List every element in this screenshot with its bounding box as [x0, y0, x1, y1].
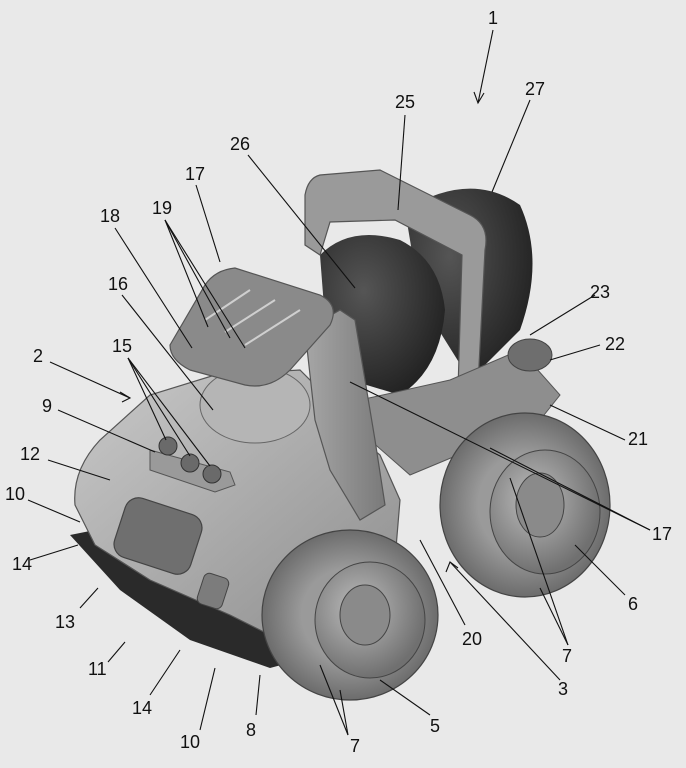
ref-18: 18: [100, 206, 120, 226]
ref-21: 21: [628, 429, 648, 449]
ref-15: 15: [112, 336, 132, 356]
cab-shape: [304, 309, 386, 521]
front-grille-shape: [113, 497, 203, 575]
seat-back-shape: [169, 267, 334, 387]
rear-knob-shape: [507, 338, 553, 372]
ref-7-rear: 7: [562, 646, 572, 666]
ref-5: 5: [430, 716, 440, 736]
rear-wheel: [439, 412, 611, 598]
ref-8: 8: [246, 720, 256, 740]
ref-16: 16: [108, 274, 128, 294]
ref-10-left: 10: [5, 484, 25, 504]
ref-27: 27: [525, 79, 545, 99]
ref-26: 26: [230, 134, 250, 154]
leader-lines: [27, 29, 651, 736]
ref-1: 1: [488, 8, 498, 28]
ref-22: 22: [605, 334, 625, 354]
ref-17-top: 17: [185, 164, 205, 184]
ref-2: 2: [33, 346, 43, 366]
ref-11: 11: [88, 659, 107, 679]
ref-3: 3: [558, 679, 568, 699]
button-shape: [180, 453, 200, 473]
ref-14-left: 14: [12, 554, 32, 574]
ref-14-bottom: 14: [132, 698, 152, 718]
ref-19: 19: [152, 198, 172, 218]
ref-25: 25: [395, 92, 415, 112]
ref-6: 6: [628, 594, 638, 614]
ref-9: 9: [42, 396, 52, 416]
front-wheel: [261, 529, 439, 701]
ref-23: 23: [590, 282, 610, 302]
button-shape: [202, 464, 222, 484]
seat-ridges: [204, 289, 301, 346]
ref-20: 20: [462, 629, 482, 649]
truck-illustration: [70, 169, 611, 701]
reference-numerals: 1 25 27 26 17 18 19 16 15 2 9 12 10 14 1…: [5, 8, 672, 756]
headlight-shape: [196, 572, 230, 610]
ref-12: 12: [20, 444, 40, 464]
ref-7-front: 7: [350, 736, 360, 756]
button-shape: [158, 436, 178, 456]
ref-10-bottom: 10: [180, 732, 200, 752]
ref-17-right: 17: [652, 524, 672, 544]
ref-13: 13: [55, 612, 75, 632]
